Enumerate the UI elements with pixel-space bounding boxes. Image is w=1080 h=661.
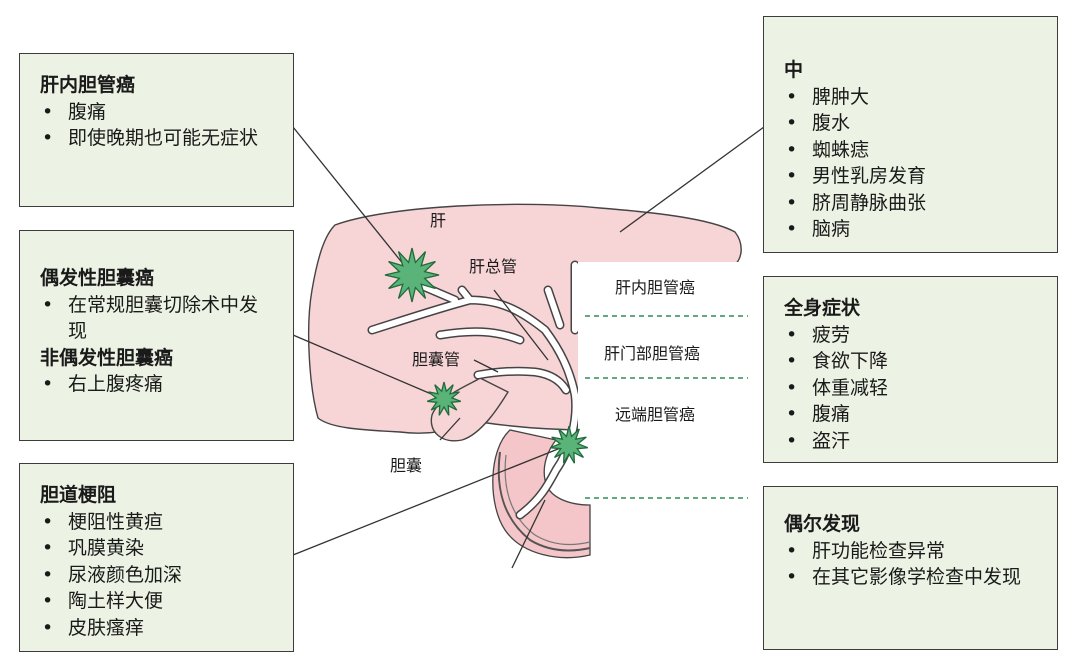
- list-item: 男性乳房发育: [784, 163, 1037, 190]
- list-item: 腹痛: [784, 401, 1037, 428]
- list-item: 蜘蛛痣: [784, 137, 1037, 164]
- gallbladder-label: 胆囊: [390, 456, 423, 475]
- leader-gallbladder: [292, 334, 444, 400]
- box-portal-title: 中: [784, 59, 804, 81]
- region-hilar-label: 肝门部胆管癌: [604, 340, 701, 364]
- box-gallbladder-title-nonincidental: 非偶发性胆囊癌: [40, 346, 174, 369]
- list-item: 肝功能检查异常: [784, 538, 1037, 565]
- cystic-duct-label: 胆囊管: [412, 350, 461, 369]
- list-item: 脐周静脉曲张: [784, 190, 1037, 217]
- list-item: 盗汗: [784, 428, 1037, 455]
- list-item: 脑病: [784, 216, 1037, 243]
- leader-gallbladder-label: [439, 417, 461, 441]
- box-systemic: 全身症状 疲劳 食欲下降 体重减轻 腹痛 盗汗: [763, 276, 1058, 463]
- box-intrahepatic-title: 肝内胆管癌: [40, 74, 136, 96]
- box-incidental-title: 偶尔发现: [784, 513, 861, 535]
- liver-label: 肝: [430, 211, 447, 230]
- list-item: 即使晚期也可能无症状: [40, 125, 273, 152]
- leader-hepatic-duct: [493, 289, 549, 361]
- box-gallbladder: 偶发性胆囊癌 在常规胆囊切除术中发现 非偶发性胆囊癌 右上腹疼痛: [19, 230, 294, 441]
- list-item: 梗阻性黄疸: [40, 509, 273, 536]
- list-item: 巩膜黄染: [40, 535, 273, 562]
- leader-distal: [511, 499, 546, 569]
- box-obstruction: 胆道梗阻 梗阻性黄疸 巩膜黄染 尿液颜色加深 陶土样大便 皮肤瘙痒: [19, 463, 294, 652]
- leader-intrahepatic: [292, 126, 413, 276]
- list-item: 皮肤瘙痒: [40, 615, 273, 642]
- common-hepatic-duct-label: 肝总管: [469, 257, 518, 276]
- list-item: 在其它影像学检查中发现: [784, 564, 1037, 591]
- box-gallbladder-title-incidental: 偶发性胆囊癌: [40, 267, 155, 289]
- list-item: 脾肿大: [784, 84, 1037, 111]
- list-item: 陶土样大便: [40, 588, 273, 615]
- box-portal: 中 脾肿大 腹水 蜘蛛痣 男性乳房发育 脐周静脉曲张 脑病: [763, 16, 1058, 253]
- list-item: 腹痛: [40, 99, 273, 126]
- list-item: 腹水: [784, 110, 1037, 137]
- leader-obstruction: [292, 444, 569, 556]
- list-item: 体重减轻: [784, 375, 1037, 402]
- box-systemic-title: 全身症状: [784, 297, 861, 319]
- list-item: 右上腹疼痛: [40, 371, 273, 398]
- leader-portal: [619, 126, 765, 233]
- list-item: 在常规胆囊切除术中发现: [40, 292, 273, 345]
- region-intrahepatic-label: 肝内胆管癌: [615, 274, 696, 298]
- list-item: 食欲下降: [784, 348, 1037, 375]
- region-distal-label: 远端胆管癌: [615, 401, 696, 425]
- gallbladder-shape: [430, 377, 509, 442]
- tumor-intrahepatic-icon: [384, 247, 440, 303]
- list-item: 疲劳: [784, 322, 1037, 349]
- tumor-distal-icon: [549, 425, 589, 464]
- box-obstruction-title: 胆道梗阻: [40, 484, 117, 506]
- box-incidental: 偶尔发现 肝功能检查异常 在其它影像学检查中发现: [763, 486, 1058, 650]
- box-intrahepatic: 肝内胆管癌 腹痛 即使晚期也可能无症状: [19, 53, 294, 207]
- list-item: 尿液颜色加深: [40, 562, 273, 589]
- leader-cystic-duct: [473, 359, 499, 373]
- tumor-gallbladder-icon: [426, 381, 462, 416]
